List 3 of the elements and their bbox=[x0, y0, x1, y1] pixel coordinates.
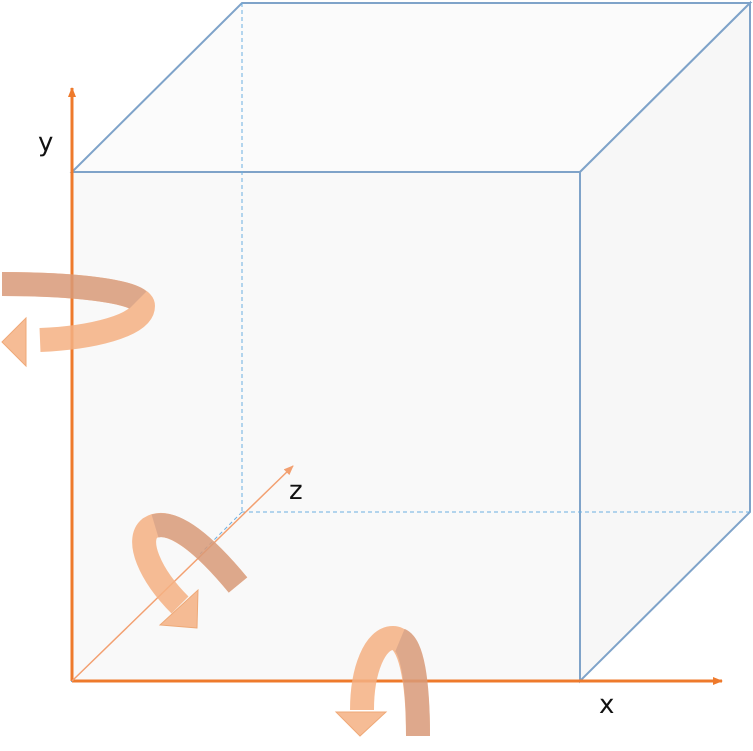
axis-label: y bbox=[38, 130, 54, 156]
axis-label: x bbox=[599, 692, 614, 718]
axis-label: z bbox=[289, 478, 303, 504]
